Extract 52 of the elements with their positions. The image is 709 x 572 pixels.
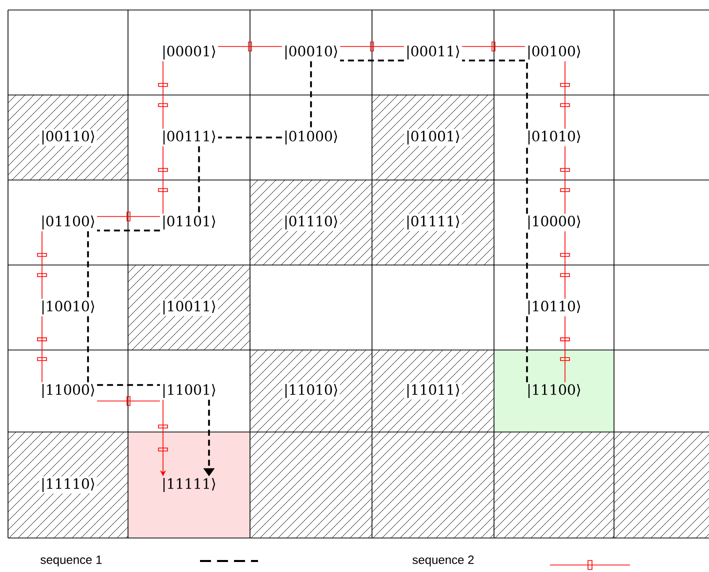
marked-connector — [37, 230, 47, 300]
dashed-connector — [97, 384, 160, 386]
ket-label: |00001⟩ — [160, 44, 218, 61]
dashed-connector — [462, 60, 525, 62]
ket-label: |11010⟩ — [282, 382, 340, 400]
ket-label: |10010⟩ — [39, 299, 97, 316]
ket-label: |01001⟩ — [404, 129, 462, 146]
ket-label: |11100⟩ — [525, 382, 583, 400]
dashed-connector — [526, 231, 528, 299]
ket-label: |11000⟩ — [39, 382, 97, 400]
ket-label: |00111⟩ — [160, 129, 218, 146]
ket-label: |00110⟩ — [39, 129, 97, 146]
marked-connector — [96, 212, 160, 222]
ket-label: |01110⟩ — [282, 214, 340, 231]
dashed-connector — [198, 146, 200, 214]
ket-label: |10110⟩ — [525, 299, 583, 316]
dashed-connector — [340, 60, 404, 62]
ket-label: |00010⟩ — [282, 44, 340, 61]
ket-label: |01010⟩ — [525, 129, 583, 146]
marked-connector — [96, 396, 160, 406]
marked-connector — [560, 60, 570, 130]
dashed-connector — [87, 316, 89, 382]
ket-label: |10000⟩ — [525, 214, 583, 231]
ket-label: |11111⟩ — [160, 476, 218, 494]
marked-connector — [560, 316, 570, 383]
legend-label: sequence 2 — [412, 556, 474, 566]
dashed-connector — [526, 316, 528, 382]
dashed-connector — [310, 61, 312, 129]
marked-connector — [158, 146, 168, 214]
ket-label: |01000⟩ — [282, 129, 340, 146]
ket-label: |11001⟩ — [160, 382, 218, 400]
ket-label: |01111⟩ — [404, 214, 462, 231]
marked-connector — [462, 42, 526, 52]
marked-connector — [37, 316, 47, 383]
ket-label: |11011⟩ — [404, 382, 462, 400]
ket-label: |10011⟩ — [160, 299, 218, 316]
legend-label: sequence 1 — [40, 556, 102, 566]
marked-connector — [560, 230, 570, 300]
marked-connector — [158, 60, 168, 130]
dashed-connector — [526, 146, 528, 214]
marked-connector — [340, 42, 404, 52]
dashed-connector — [218, 136, 282, 138]
ket-label: |11110⟩ — [39, 476, 97, 494]
ket-label: |00100⟩ — [525, 44, 583, 61]
marked-connector — [218, 42, 282, 52]
ket-label: |00011⟩ — [404, 44, 462, 61]
marked-connector — [560, 146, 570, 214]
dashed-connector — [526, 61, 528, 129]
dashed-connector — [97, 230, 160, 232]
dashed-connector — [87, 231, 89, 299]
ket-label: |01101⟩ — [160, 214, 218, 231]
ket-label: |01100⟩ — [39, 214, 97, 231]
